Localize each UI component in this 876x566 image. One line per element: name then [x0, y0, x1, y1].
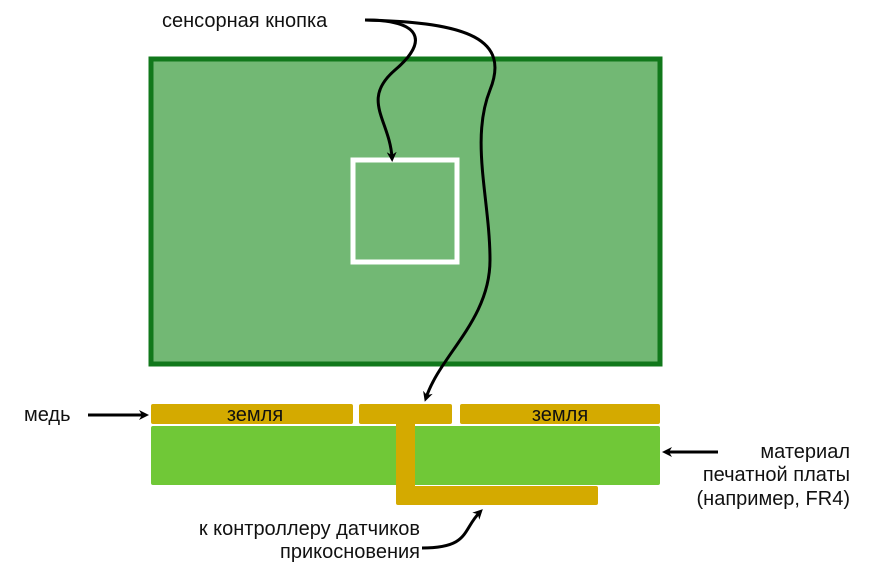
to-controller-label-line2: прикосновения — [280, 541, 420, 563]
to-controller-label-line1: к контроллеру датчиков — [199, 518, 420, 540]
copper-label: медь — [24, 404, 71, 426]
ground-right-label: земля — [532, 404, 588, 426]
copper-trace-bottom — [396, 486, 598, 505]
copper-sensor-pad — [359, 404, 452, 424]
pcb-material-label-line1: материал — [760, 441, 850, 463]
copper-via — [396, 420, 415, 488]
pcb-material-label-line3: (например, FR4) — [696, 488, 850, 510]
arrow-icon — [421, 509, 483, 550]
arrow-icon — [364, 18, 497, 402]
copper-ground-left — [151, 404, 353, 424]
board-top-view — [148, 56, 663, 367]
ground-left-label: земля — [227, 404, 283, 426]
arrow-icon — [364, 18, 417, 162]
touch-button-outline — [350, 157, 460, 265]
touch-button-label: сенсорная кнопка — [162, 10, 328, 32]
pcb-material-label-line2: печатной платы — [703, 464, 850, 486]
copper-ground-right — [460, 404, 660, 424]
